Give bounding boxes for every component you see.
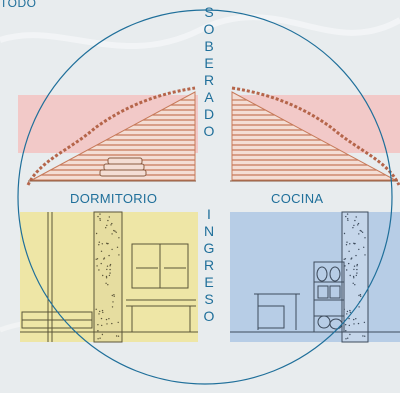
soberado-letter: O bbox=[203, 123, 215, 139]
corner-label: TODO bbox=[0, 0, 37, 10]
ingreso-letter: O bbox=[203, 308, 215, 324]
soberado-letter: D bbox=[203, 106, 215, 122]
ingreso-letter: N bbox=[203, 223, 215, 239]
outline-circle bbox=[17, 9, 393, 385]
roof-right bbox=[231, 86, 400, 186]
ingreso-letter: S bbox=[204, 291, 214, 307]
kitchen-label: COCINA bbox=[271, 191, 324, 206]
soberado-letter: R bbox=[203, 72, 215, 88]
marble-veins bbox=[0, 14, 400, 50]
soberado-letter: B bbox=[204, 38, 214, 54]
roof-left bbox=[26, 86, 196, 186]
ingreso-letter: R bbox=[203, 257, 215, 273]
soberado-letter: E bbox=[204, 55, 214, 71]
ingreso-letter: G bbox=[203, 240, 215, 256]
soberado-letter: S bbox=[204, 4, 214, 20]
bedroom-label: DORMITORIO bbox=[70, 191, 158, 206]
ingreso-letter: I bbox=[207, 206, 211, 222]
bedroom-room bbox=[20, 211, 198, 343]
soberado-letter: A bbox=[204, 89, 214, 105]
ingreso-letter: E bbox=[204, 274, 214, 290]
soberado-letter: O bbox=[203, 21, 215, 37]
